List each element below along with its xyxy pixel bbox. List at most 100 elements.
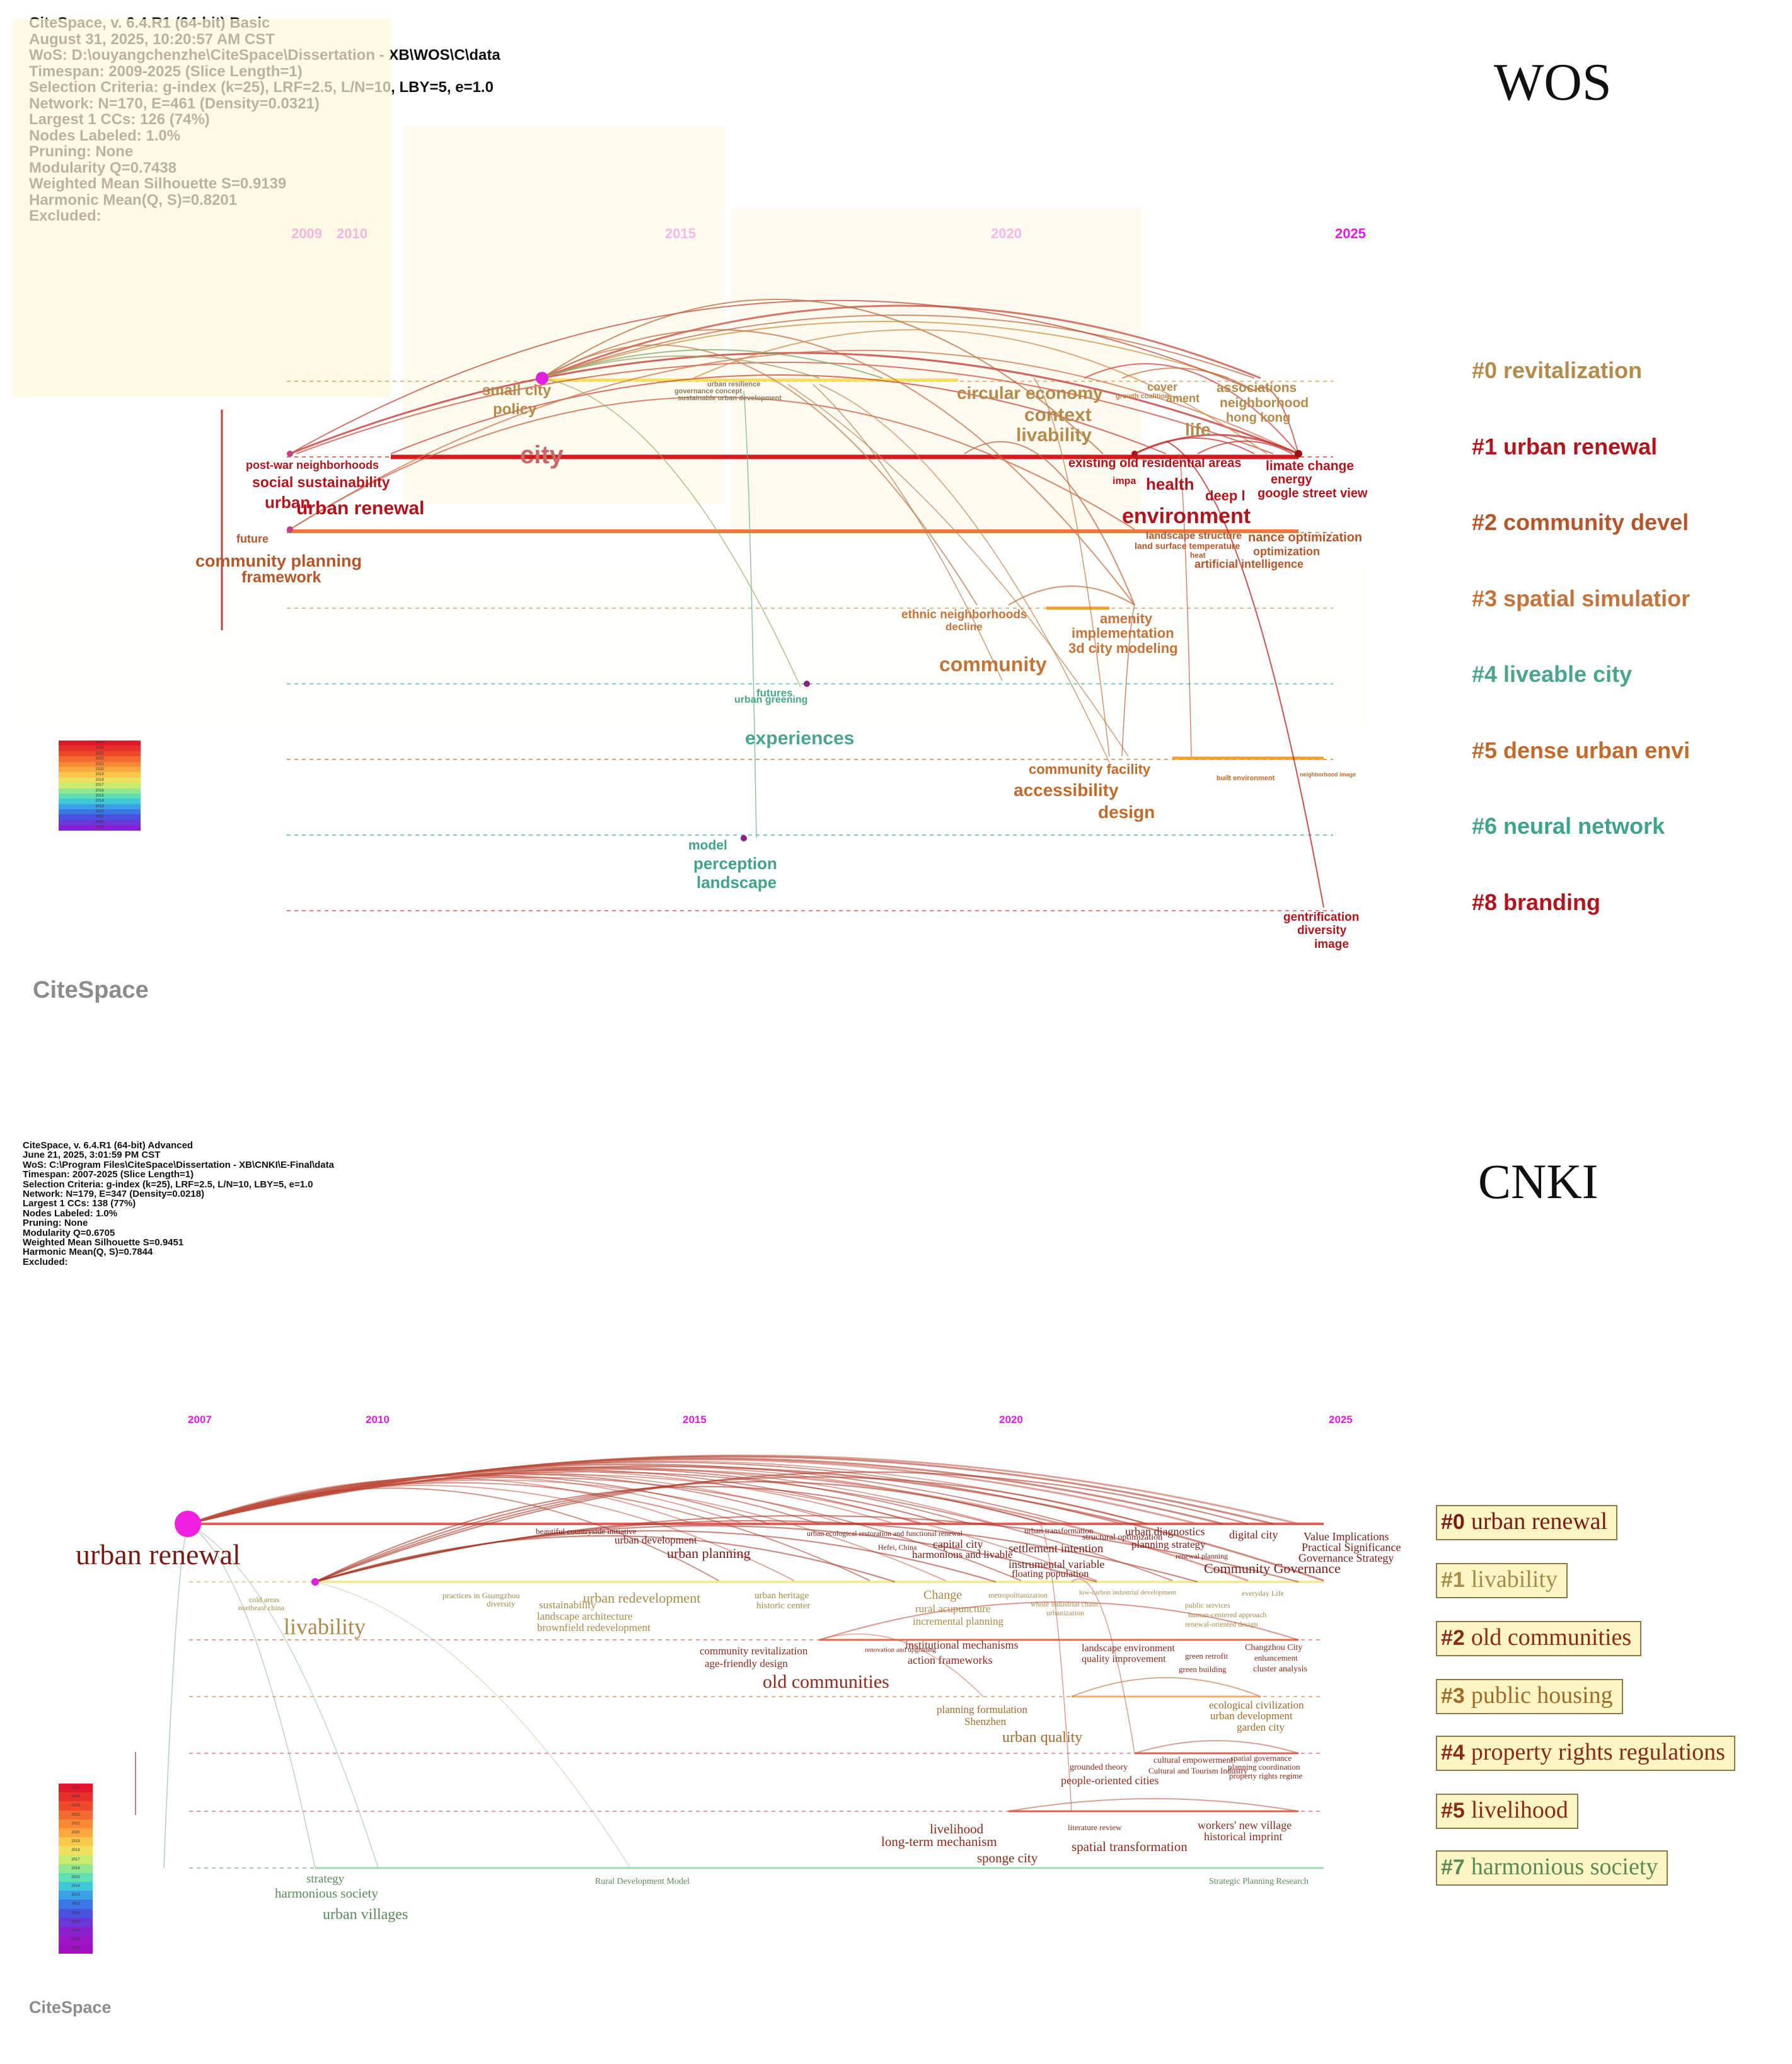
cnki-keyword-label: incremental planning xyxy=(913,1615,1003,1627)
cnki-keyword-label: Rural Development Model xyxy=(595,1877,690,1886)
wos-keyword-label: social sustainability xyxy=(252,474,390,490)
wos-keyword-label: design xyxy=(1098,802,1155,822)
co-occurrence-link xyxy=(1165,441,1324,908)
cnki-meta-line: Timespan: 2007-2025 (Slice Length=1) xyxy=(23,1169,194,1180)
wos-keyword-label: accessibility xyxy=(1014,780,1119,800)
co-occurrence-link xyxy=(187,1477,1022,1581)
co-occurrence-link xyxy=(390,374,1167,454)
legend-year-swatch: 2022 xyxy=(59,1810,93,1819)
legend-year-swatch: 2024 xyxy=(59,1792,93,1802)
co-occurrence-link xyxy=(163,1523,190,1869)
legend-year-swatch: 2020 xyxy=(59,1828,93,1838)
legend-year-swatch: 2017 xyxy=(59,1855,93,1864)
cnki-keyword-label: urban planning xyxy=(667,1545,751,1561)
legend-year-swatch: 2012 xyxy=(59,809,141,815)
co-occurrence-link xyxy=(541,349,883,379)
wos-keyword-label: environment xyxy=(1122,504,1251,528)
wos-keyword-label: governance concept xyxy=(674,388,742,395)
wos-keyword-label: optimization xyxy=(1253,545,1320,558)
legend-year-swatch: 2012 xyxy=(59,1900,93,1909)
wos-keyword-label: limate change xyxy=(1266,459,1355,473)
wos-keyword-label: decline xyxy=(945,621,983,633)
legend-year-swatch: 2021 xyxy=(59,1819,93,1828)
cnki-meta-line: Excluded: xyxy=(23,1256,68,1267)
wos-keyword-label: future xyxy=(236,533,269,545)
co-occurrence-link xyxy=(315,1481,1047,1583)
wos-keyword-label: small city xyxy=(482,382,552,399)
co-occurrence-link xyxy=(1071,1677,1261,1697)
wos-cluster-label: #5 dense urban envi xyxy=(1472,737,1691,763)
keyword-node xyxy=(1295,450,1302,458)
wos-year-2025: 2025 xyxy=(1335,226,1366,241)
wos-keyword-label: circular economy xyxy=(957,383,1103,403)
cnki-keyword-label: Governance Strategy xyxy=(1298,1552,1394,1564)
cnki-keyword-label: floating population xyxy=(1012,1569,1089,1579)
cnki-cluster-number: #0 xyxy=(1441,1510,1465,1534)
wos-keyword-label: growth coalition xyxy=(1116,393,1169,400)
co-occurrence-link xyxy=(187,1477,694,1525)
cnki-cluster-name: livelihood xyxy=(1471,1797,1568,1823)
cnki-cluster-name: old communities xyxy=(1471,1624,1632,1651)
cnki-meta-line: Largest 1 CCs: 138 (77%) xyxy=(23,1198,136,1209)
wos-keyword-label: built environment xyxy=(1217,775,1275,782)
wos-keyword-label: urban xyxy=(265,493,311,512)
co-occurrence-link xyxy=(964,441,1135,606)
co-occurrence-link xyxy=(743,390,757,839)
wos-keyword-label: amenity xyxy=(1100,611,1153,626)
cnki-keyword-label: workers' new village xyxy=(1198,1819,1292,1831)
legend-year-swatch: 2016 xyxy=(59,1864,93,1873)
cnki-keyword-label: public services xyxy=(1185,1601,1230,1610)
cnki-keyword-label: ecological civilization xyxy=(1209,1699,1304,1711)
co-occurrence-link xyxy=(187,1523,316,1869)
wos-keyword-label: policy xyxy=(493,401,537,418)
cnki-keyword-label: green retrofit xyxy=(1185,1651,1228,1661)
wos-keyword-label: urban greening xyxy=(734,695,808,705)
wos-keyword-label: landscape xyxy=(697,873,777,892)
cnki-keyword-label: urban redevelopment xyxy=(583,1590,701,1606)
co-occurrence-link xyxy=(1197,441,1293,454)
co-occurrence-link xyxy=(819,384,1110,763)
legend-year-swatch: 2023 xyxy=(59,751,141,757)
cnki-keyword-label: community revitalization xyxy=(700,1645,808,1657)
co-occurrence-link xyxy=(1121,367,1255,391)
cnki-keyword-label: brownfield redevelopment xyxy=(537,1622,650,1634)
cnki-keyword-label: planning strategy xyxy=(1131,1538,1206,1550)
cnki-keyword-label: people-oriented cities xyxy=(1061,1774,1159,1787)
cnki-keyword-label: urbanization xyxy=(1046,1608,1084,1617)
wos-keyword-label: health xyxy=(1146,475,1194,493)
cnki-keyword-label: harmonious society xyxy=(275,1886,378,1901)
legend-year-swatch: 2007 xyxy=(59,1944,93,1954)
wos-keyword-label: image xyxy=(1314,938,1349,951)
cnki-keyword-label: instrumental variable xyxy=(1009,1558,1105,1571)
wos-keyword-label: heat xyxy=(1190,551,1206,560)
cnki-cluster-number: #2 xyxy=(1441,1626,1465,1650)
wos-keyword-label: gentrification xyxy=(1283,911,1360,924)
co-occurrence-link xyxy=(819,1601,1299,1640)
wos-keyword-label: cover xyxy=(1147,381,1178,393)
cnki-keyword-label: grounded theory xyxy=(1070,1763,1128,1772)
cnki-meta-line: Harmonic Mean(Q, S)=0.7844 xyxy=(23,1247,153,1258)
co-occurrence-link xyxy=(187,1482,870,1581)
keyword-node xyxy=(741,835,747,841)
cnki-keyword-label: urban ecological restoration and functio… xyxy=(807,1529,962,1538)
co-occurrence-link xyxy=(1178,453,1192,757)
cnki-meta-line: CiteSpace, v. 6.4.R1 (64-bit) Advanced xyxy=(23,1140,194,1151)
cnki-meta-line: Selection Criteria: g-index (k=25), LRF=… xyxy=(23,1179,313,1190)
co-occurrence-link xyxy=(289,299,1255,454)
co-occurrence-link xyxy=(541,299,1104,454)
cnki-keyword-label: settlement intention xyxy=(1009,1542,1104,1555)
co-occurrence-link xyxy=(1254,386,1299,454)
cnki-keyword-label: Community Governance xyxy=(1204,1560,1341,1576)
cnki-keyword-label: whole industrial chain xyxy=(1031,1600,1098,1608)
cnki-meta-line: Network: N=179, E=347 (Density=0.0218) xyxy=(23,1189,205,1200)
co-occurrence-link xyxy=(819,1633,984,1697)
co-occurrence-link xyxy=(187,1523,379,1869)
cnki-keyword-label: garden city xyxy=(1237,1721,1285,1733)
cnki-cluster-name: urban renewal xyxy=(1471,1508,1608,1535)
cnki-cluster-number: #5 xyxy=(1441,1799,1465,1823)
wos-keyword-label: landscape structure xyxy=(1146,531,1242,541)
